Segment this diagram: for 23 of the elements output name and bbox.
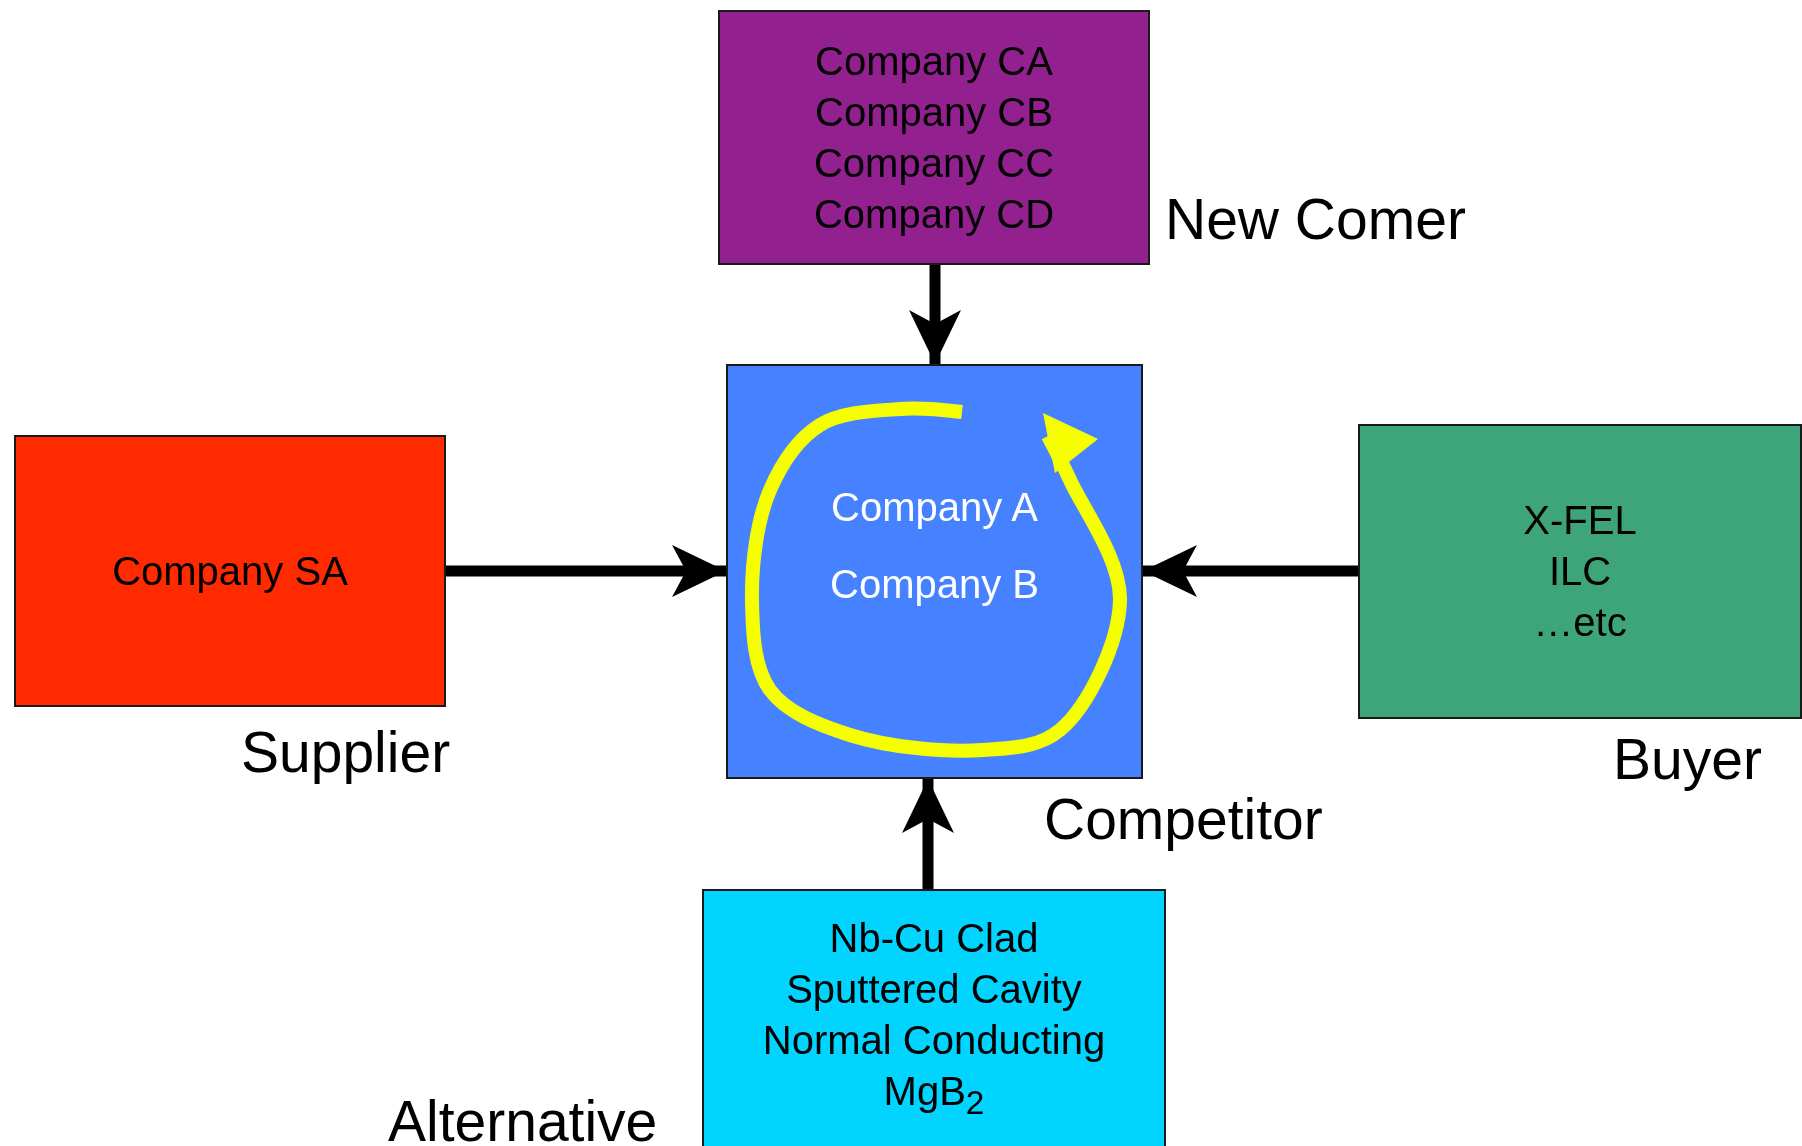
node-text: Company SA <box>112 547 348 595</box>
force-heading: Buyer <box>1613 726 1762 792</box>
arrow <box>446 545 726 597</box>
force-heading: Supplier <box>241 719 451 785</box>
node-text: Company CC <box>813 139 1055 187</box>
node-text: Company A <box>831 484 1038 531</box>
node-text: Company CD <box>813 190 1055 238</box>
node-text: Nb-Cu Clad <box>829 914 1039 962</box>
arrow <box>902 779 954 889</box>
arrow <box>909 265 961 364</box>
node-text: ILC <box>1548 548 1612 595</box>
node-text: …etc <box>1533 599 1627 646</box>
node-text: Sputtered Cavity <box>786 965 1082 1013</box>
node-text: Company B <box>830 561 1039 608</box>
node-text: Company CB <box>815 88 1053 136</box>
node-text: Normal Conducting <box>762 1016 1106 1064</box>
node-text: X-FEL <box>1523 497 1637 544</box>
force-heading: Alternative <box>388 1088 658 1146</box>
node-text: MgB$_{2}$ <box>883 1067 985 1123</box>
arrow <box>1143 545 1358 597</box>
force-heading: Competitor <box>1044 786 1323 852</box>
node-text: Company CA <box>815 37 1053 85</box>
force-heading: New Comer <box>1165 186 1466 252</box>
